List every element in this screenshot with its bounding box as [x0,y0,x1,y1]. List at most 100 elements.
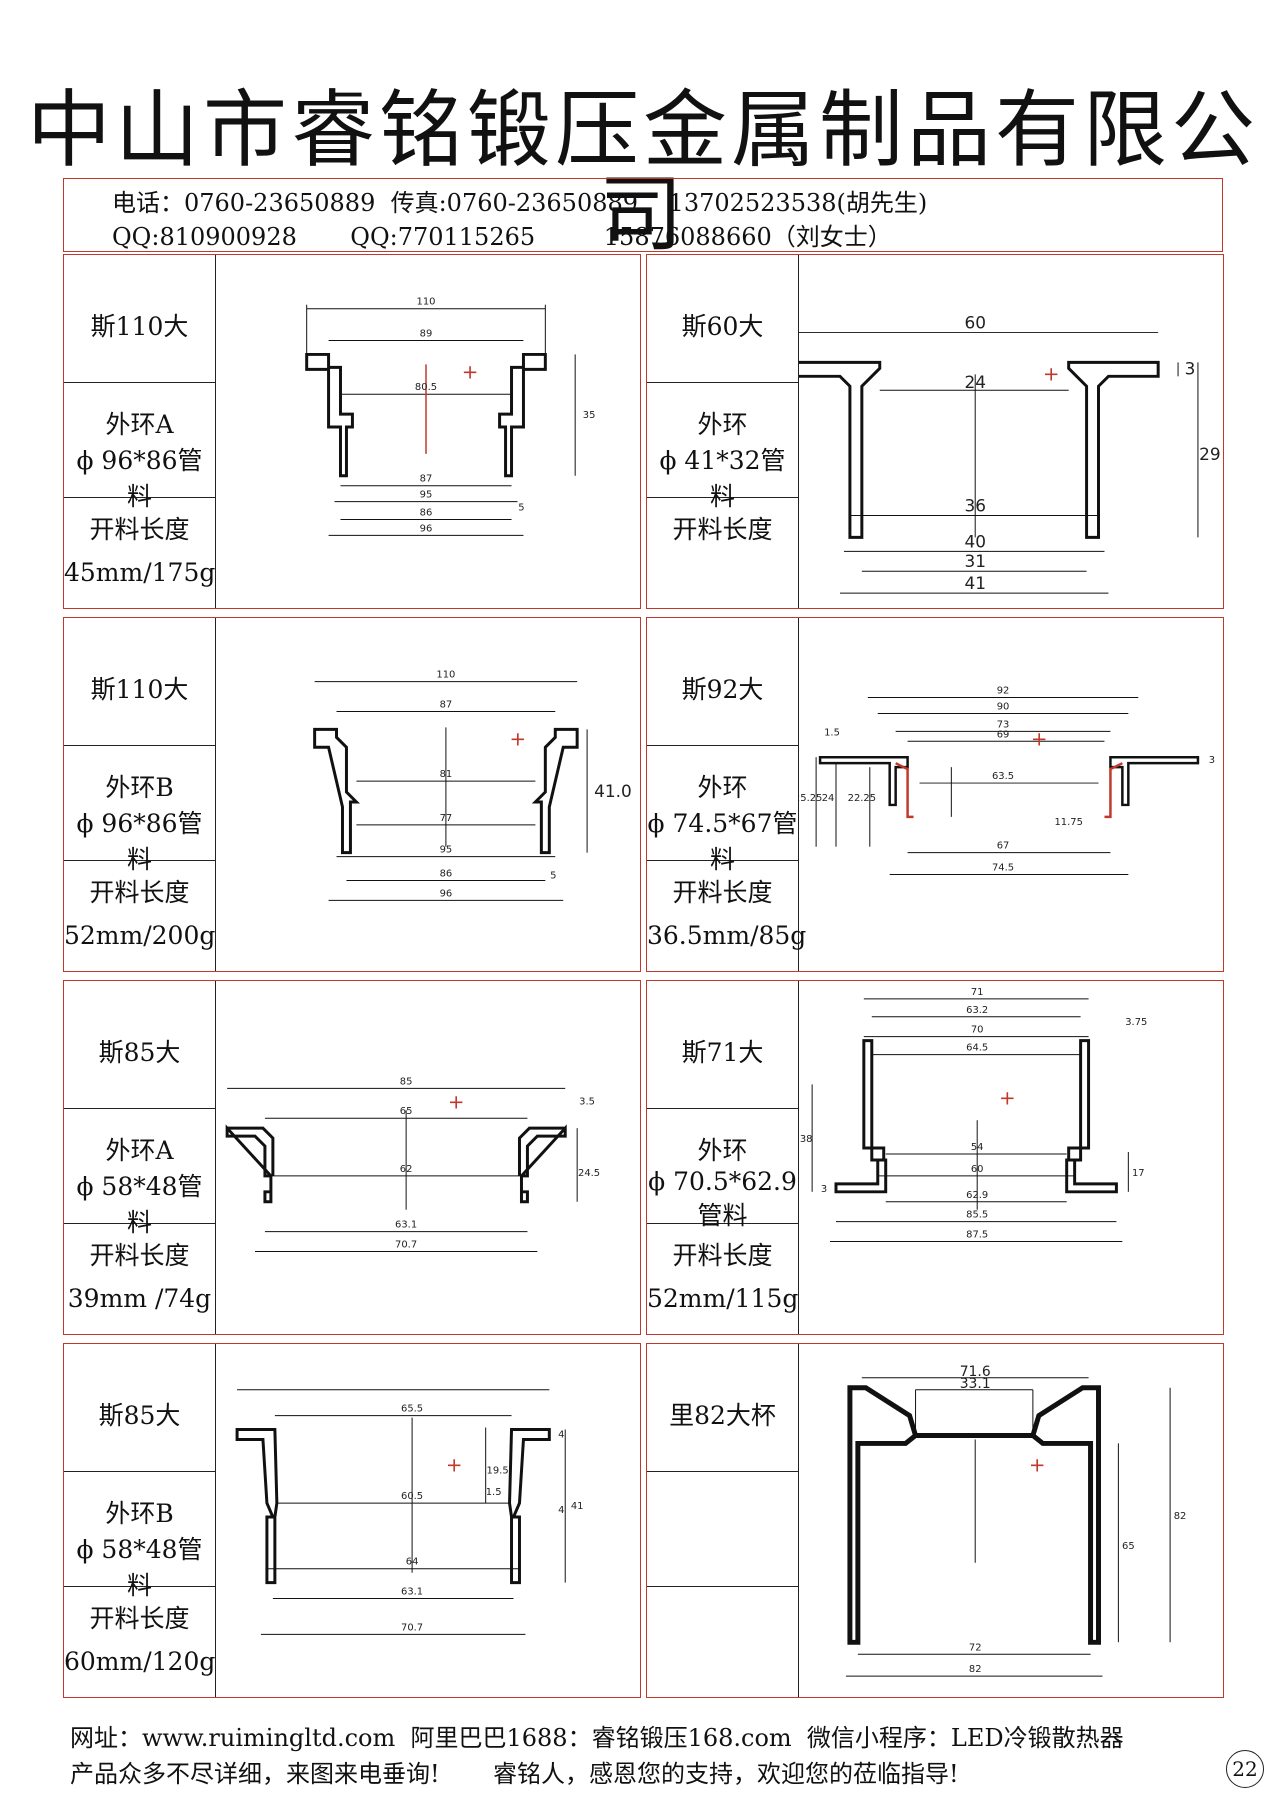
dim-text: 17 [1132,1168,1145,1179]
dim-text: 3 [821,1184,827,1195]
dim-text: 1.5 [486,1487,502,1498]
pipe-label: ϕ 41*32管料 [659,446,786,511]
dim-text: 3.5 [579,1096,595,1107]
technical-drawing: 110 87 81 77 95 86 96 41.0 5 + [216,618,640,971]
panel-li82: 里82大杯 [646,1343,1224,1698]
ring-label: 外环B [105,1499,174,1528]
product-name: 里82大杯 [647,1344,798,1472]
panel-labels: 斯110大 外环A ϕ 96*86管料 开料长度 45mm/175g [64,255,216,608]
center-mark-icon: + [1043,362,1060,385]
center-mark-icon: + [448,1090,465,1113]
dim-text: 60 [971,1164,984,1175]
dim-text: 87.5 [966,1230,988,1241]
drawing-svg: 71.6 33.1 72 82 65 82 + [845,1364,1187,1677]
dim-text: 40 [964,531,986,551]
dim-text: 25.25 [799,793,822,804]
dim-text: 87 [440,699,453,710]
dim-text: 4 [558,1429,564,1440]
dim-text: 1.5 [824,727,840,738]
dim-text: 3 [1185,358,1196,378]
product-name: 斯60大 [647,255,798,383]
dim-text: 63.2 [966,1005,988,1016]
dim-text: 54 [971,1142,984,1153]
center-mark-icon: + [462,360,479,383]
pipe-label: ϕ 58*48管料 [76,1535,203,1600]
dim-text: 81 [440,769,453,780]
panel-labels: 斯60大 外环 ϕ 41*32管料 开料长度 [647,255,799,608]
dim-text: 80.5 [415,382,437,393]
dim-text: 60 [964,313,986,333]
dim-text: 60.5 [401,1491,423,1502]
cut-label: 开料长度 [89,1241,190,1270]
cut-label: 开料长度 [672,515,773,544]
panel-labels: 斯110大 外环B ϕ 96*86管料 开料长度 52mm/200g [64,618,216,971]
technical-drawing: 60 24 36 40 31 41 3 29 + [799,255,1223,608]
cut-label: 开料长度 [672,878,773,907]
product-name: 斯85大 [64,981,215,1109]
panel-si85-a: 斯85大 外环A ϕ 58*48管料 开料长度 39mm /74g [63,980,641,1335]
material-cell: 外环B ϕ 58*48管料 [64,1472,215,1600]
dim-text: 38 [800,1134,813,1145]
dim-text: 69 [997,729,1010,740]
drawing-svg: 85 65 62 63.1 70.7 3.5 24.5 + [225,1076,600,1252]
ring-label: 外环A [105,410,174,439]
dim-text: 71.6 [960,1364,991,1380]
center-mark-icon: + [510,727,527,750]
dim-text: 29 [1199,444,1221,464]
dim-text: 67 [997,841,1010,852]
technical-drawing: 71.6 33.1 72 82 65 82 + [799,1344,1223,1697]
dim-text: 41.0 [594,781,632,801]
panel-labels: 里82大杯 [647,1344,799,1697]
dim-text: 96 [440,888,453,899]
technical-drawing: 92 90 73 69 63.5 67 74.5 25.25 24 22.25 … [799,618,1223,971]
ring-label: 外环 [697,1136,748,1165]
dim-text: 95 [440,845,453,856]
cut-spec: 39mm /74g [67,1284,212,1313]
dim-text: 82 [1174,1511,1187,1522]
panel-labels: 斯85大 外环B ϕ 58*48管料 开料长度 60mm/120g [64,1344,216,1697]
panel-si110-a: 斯110大 外环A ϕ 96*86管料 开料长度 45mm/175g [63,254,641,609]
pipe-label: ϕ 70.5*62.9管料 [648,1167,797,1230]
panel-labels: 斯85大 外环A ϕ 58*48管料 开料长度 39mm /74g [64,981,216,1334]
panel-labels: 斯92大 外环 ϕ 74.5*67管料 开料长度 36.5mm/85g [647,618,806,971]
contact-line-2: QQ:810900928 QQ:770115265 15876088660（刘女… [112,223,892,251]
dim-text: 85 [400,1076,413,1087]
dim-text: 11.75 [1054,817,1082,828]
center-mark-icon: + [1029,1453,1046,1476]
cut-cell: 开料长度 39mm /74g [64,1224,215,1336]
dim-text: 5 [550,871,556,882]
ring-label: 外环B [105,773,174,802]
dim-text: 65 [1122,1541,1135,1552]
product-name: 斯92大 [647,618,798,746]
dim-text: 96 [420,523,433,534]
drawing-svg: 65.5 60.5 64 63.1 70.7 19.5 1.5 4 4 41 + [235,1389,583,1635]
dim-text: 71 [971,987,984,998]
footer-line-1: 网址：www.ruimingltd.com 阿里巴巴1688：睿铭锻压168.c… [70,1724,1124,1752]
footer-line-2: 产品众多不尽详细，来图来电垂询! 睿铭人，感恩您的支持，欢迎您的莅临指导! [70,1760,959,1788]
dim-text: 22.25 [848,793,876,804]
dim-text: 95 [420,490,433,501]
pipe-label: ϕ 74.5*67管料 [647,809,798,874]
dim-text: 35 [583,410,596,421]
ring-label: 外环 [697,410,748,439]
dim-text: 24.5 [578,1168,600,1179]
dim-text: 3 [1209,755,1215,766]
cut-label: 开料长度 [89,1604,190,1633]
cut-cell: 开料长度 60mm/120g [64,1587,215,1699]
cut-spec: 60mm/120g [64,1647,216,1676]
technical-drawing: 110 89 80.5 87 95 86 96 35 5 + [216,255,640,608]
material-cell: 外环A ϕ 96*86管料 [64,383,215,511]
drawing-svg: 110 89 80.5 87 95 86 96 35 5 + [305,297,596,536]
pipe-label: ϕ 96*86管料 [76,809,203,874]
dim-text: 73 [997,719,1010,730]
dim-text: 82 [969,1664,982,1675]
drawing-svg: 92 90 73 69 63.5 67 74.5 25.25 24 22.25 … [799,686,1215,876]
dim-text: 110 [417,297,436,308]
cut-cell: 开料长度 52mm/200g [64,861,215,973]
contact-line-1: 电话：0760-23650889 传真:0760-23650889 137025… [112,189,928,217]
product-name: 斯110大 [64,618,215,746]
center-mark-icon: + [999,1086,1016,1109]
dim-text: 63.1 [401,1587,423,1598]
cut-label: 开料长度 [89,515,190,544]
dim-text: 33.1 [960,1376,991,1392]
